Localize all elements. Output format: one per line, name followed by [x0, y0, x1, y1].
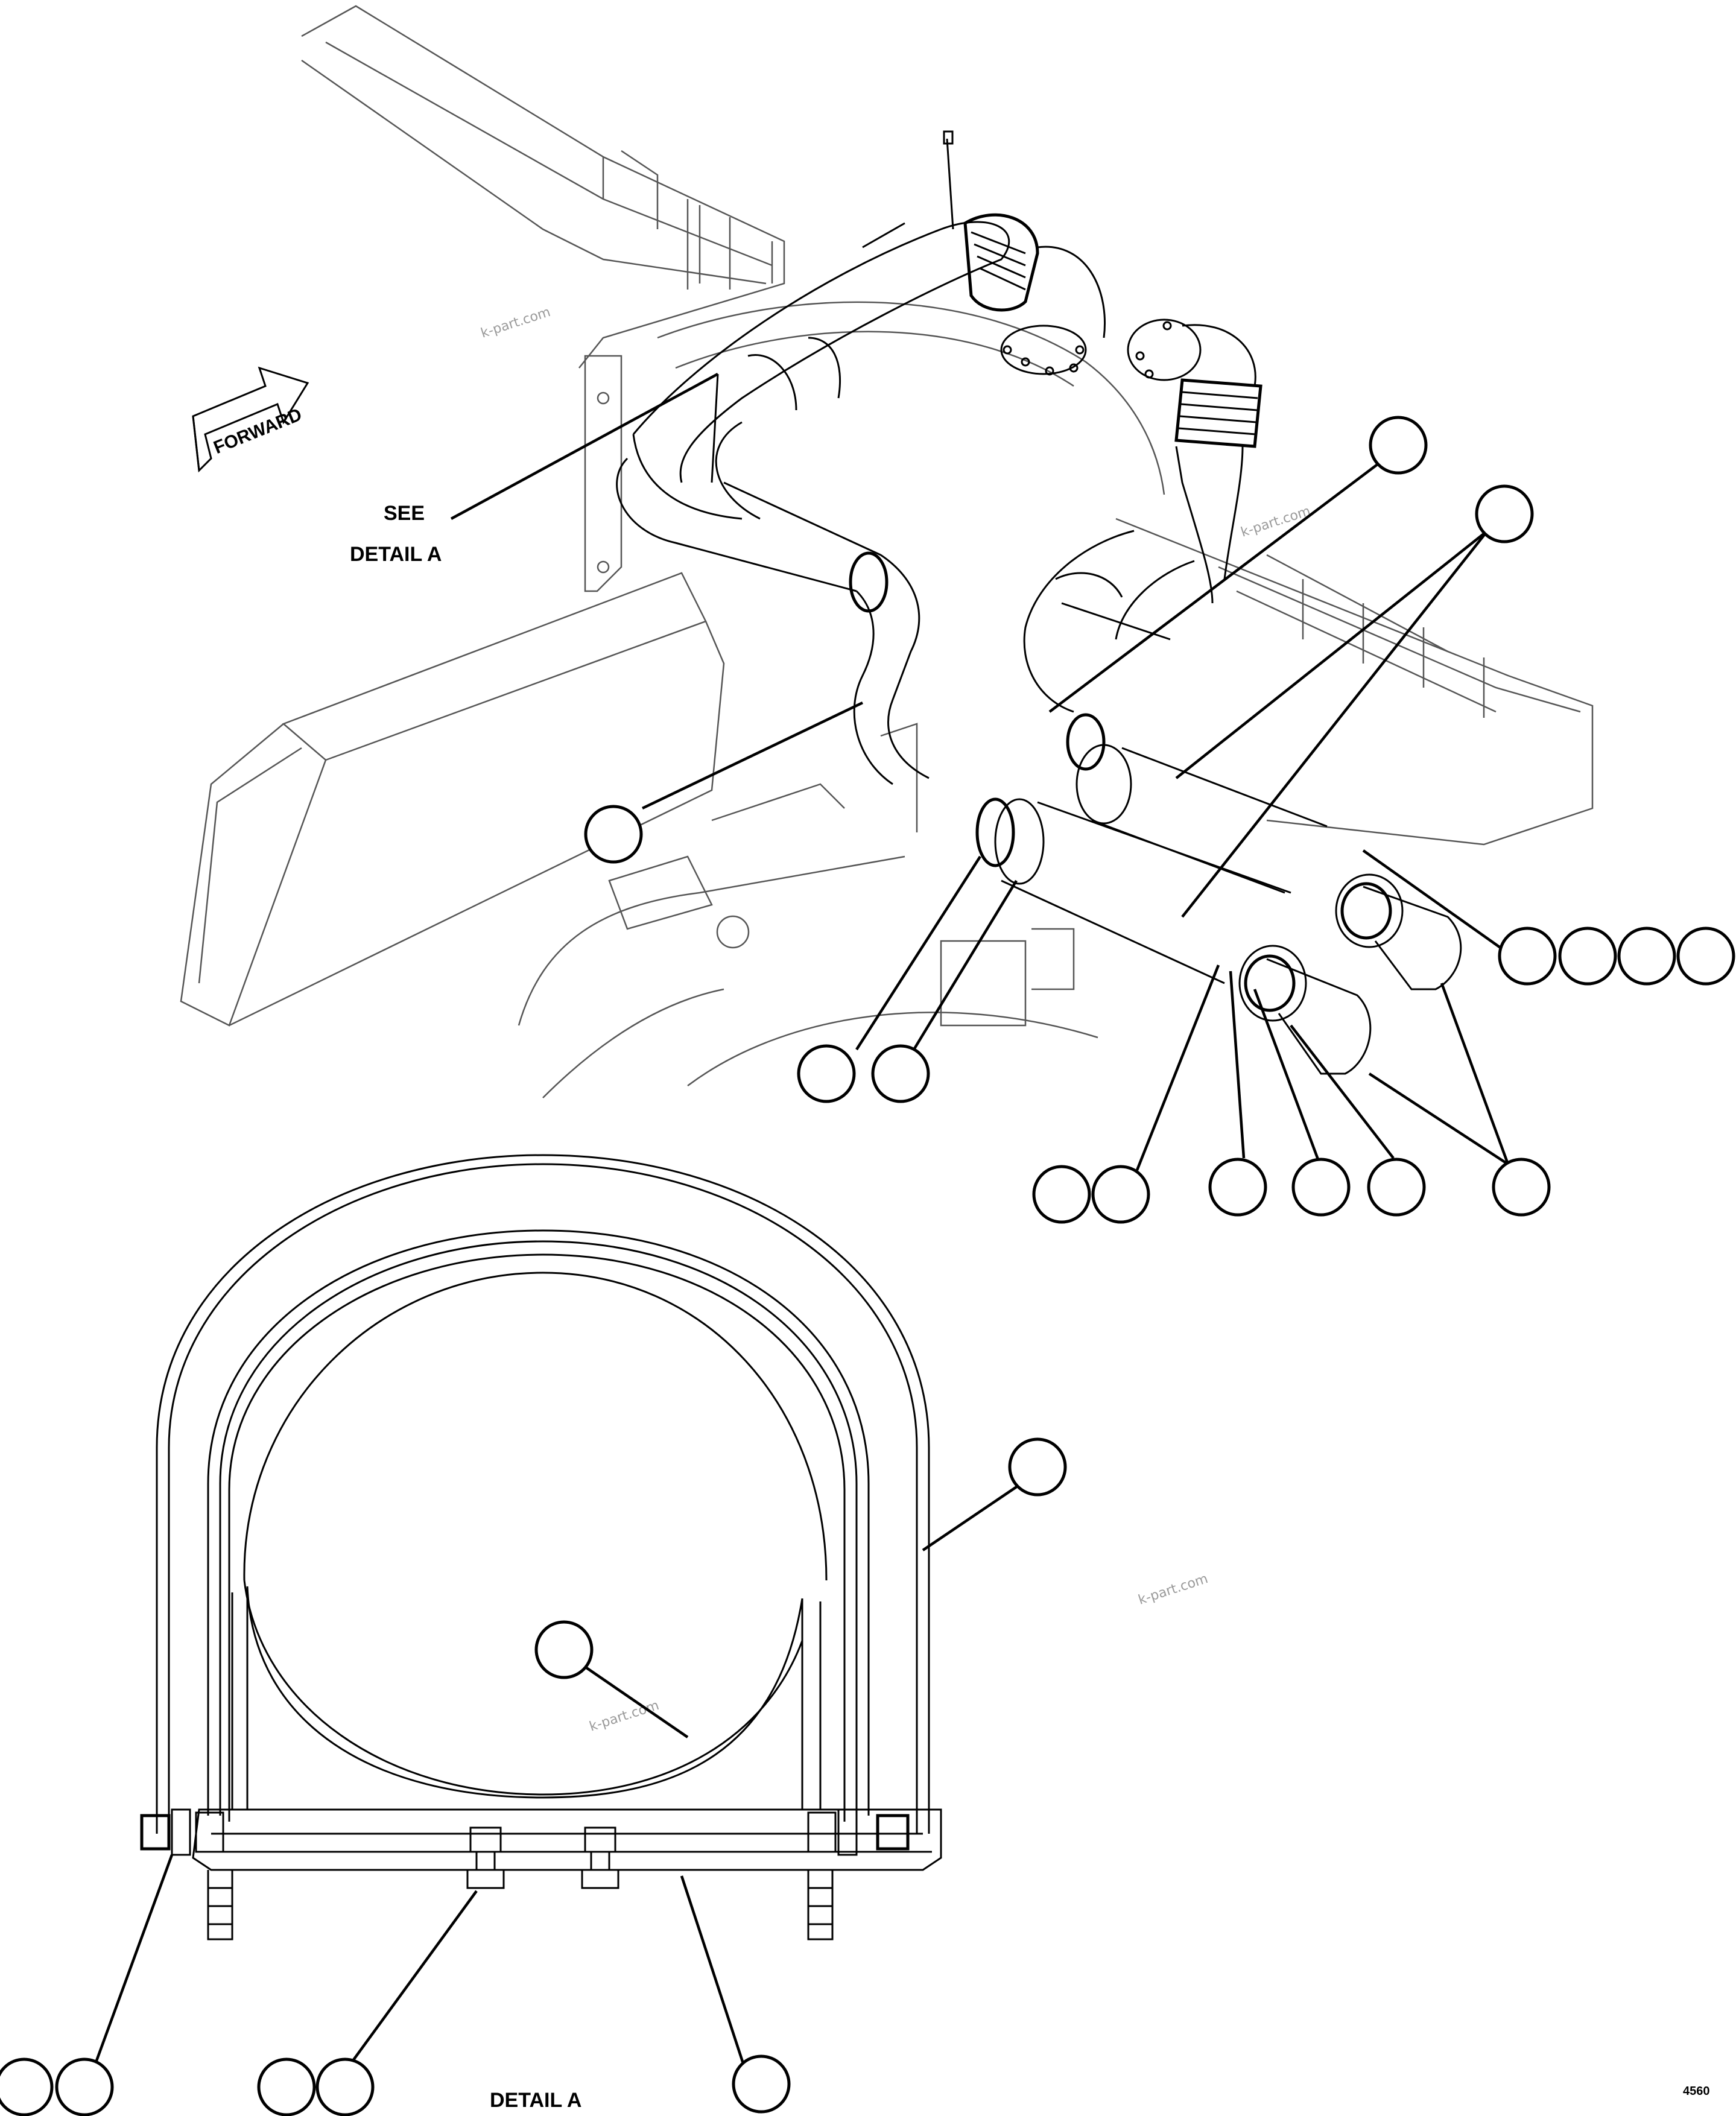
callout-circle	[1291, 1158, 1351, 1217]
callout-circle	[1475, 484, 1534, 543]
callout-circle	[1617, 927, 1676, 986]
callout-circle	[315, 2057, 375, 2116]
bellows-left	[963, 213, 1106, 376]
detail-ref-label: DETAIL A	[350, 543, 442, 566]
leader-lines	[92, 460, 1510, 2070]
muffler-lower	[975, 797, 1291, 984]
watermark-3: k-part.com	[1136, 1571, 1210, 1608]
callout-circle	[1008, 1437, 1067, 1497]
callouts	[0, 416, 1735, 2116]
callout-circle	[1208, 1158, 1267, 1217]
detail-a-title: DETAIL A	[490, 2089, 581, 2112]
bellows-right	[1127, 318, 1262, 604]
drawing-number: 4560	[1683, 2085, 1710, 2098]
callout-circle	[55, 2057, 114, 2116]
exhaust-pipes	[616, 130, 1462, 1075]
detail-a-clamp	[140, 1154, 942, 1940]
callout-circle	[584, 805, 643, 864]
callout-circle	[0, 2057, 54, 2116]
callout-circle	[797, 1044, 856, 1103]
see-detail-leader	[450, 373, 719, 520]
tailpipes	[1238, 873, 1462, 1075]
watermark-1: k-part.com	[479, 305, 553, 341]
see-label: SEE	[384, 502, 425, 525]
watermark-4: k-part.com	[588, 1698, 661, 1735]
callout-circle	[1032, 1165, 1091, 1224]
callout-circle	[1492, 1158, 1551, 1217]
callout-circle	[1558, 927, 1617, 986]
frame-structure	[180, 5, 1594, 1098]
callout-circle	[1091, 1165, 1150, 1224]
callout-circle	[1498, 927, 1557, 986]
callout-circle	[257, 2057, 316, 2116]
callout-circle	[1676, 927, 1735, 986]
callout-circle	[732, 2054, 791, 2114]
forward-arrow-icon: FORWARD	[192, 366, 309, 473]
callout-circle	[1367, 1158, 1426, 1217]
callout-circle	[1369, 416, 1428, 475]
muffler-upper	[1066, 713, 1328, 894]
callout-circle	[871, 1044, 930, 1103]
callout-circle	[534, 1620, 594, 1679]
